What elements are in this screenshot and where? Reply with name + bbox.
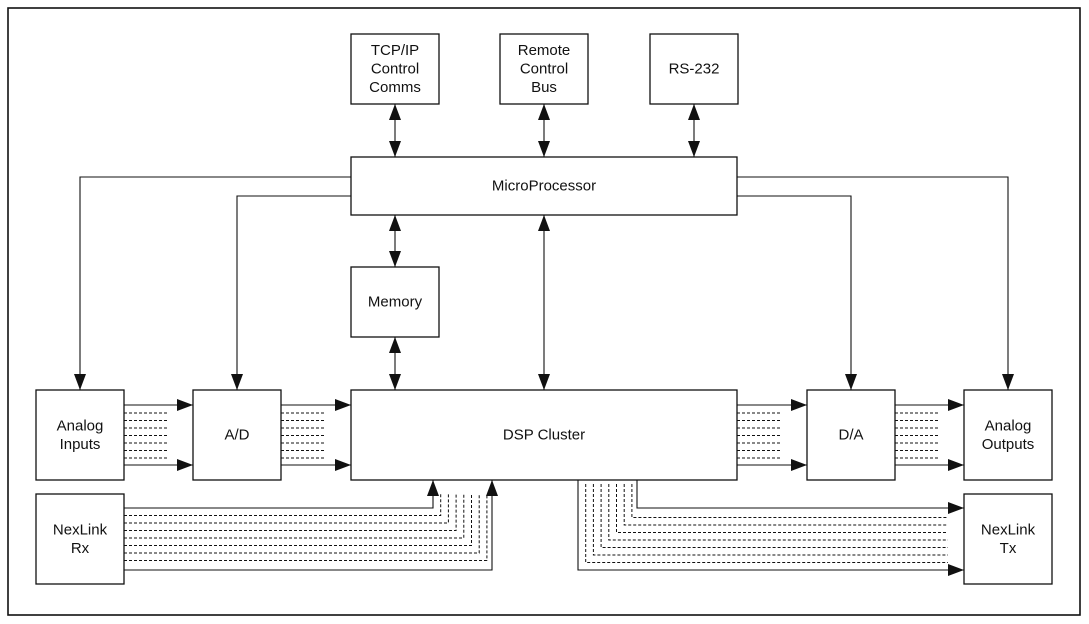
ad-converter-block-label: A/D	[224, 427, 249, 444]
arrowhead	[389, 374, 401, 390]
nexlink-rx-channel	[124, 494, 442, 516]
nexlink-rx-block-outline	[35, 493, 125, 585]
nexlink-tx-channel	[585, 484, 948, 563]
nexlink-rx-channel	[124, 480, 493, 571]
microprocessor-block-outline	[350, 156, 738, 216]
connections	[74, 104, 1014, 576]
arrowhead	[948, 502, 964, 514]
rs232-block-outline	[649, 33, 739, 105]
arrowhead	[791, 459, 807, 471]
arrowhead	[389, 141, 401, 157]
da-converter-block-label: D/A	[838, 427, 863, 444]
arrowhead	[688, 141, 700, 157]
remote-control-bus-block-label: Bus	[531, 79, 557, 96]
remote-control-bus-block-label: Control	[520, 61, 568, 78]
arrowhead	[791, 399, 807, 411]
tcpip-control-comms-block-label: Comms	[369, 79, 421, 96]
arrowhead	[177, 399, 193, 411]
micro-ad-control	[236, 195, 351, 390]
nexlink-tx-block-label: NexLink	[981, 521, 1036, 538]
arrowhead	[538, 374, 550, 390]
analog-inputs-block-label: Inputs	[60, 436, 101, 453]
analog-inputs-block-outline	[35, 389, 125, 481]
arrowhead	[427, 480, 439, 496]
nexlink-rx-channel	[124, 494, 457, 531]
arrowhead	[948, 564, 964, 576]
nexlink-tx-channel	[592, 484, 948, 556]
nexlink-tx-block-label: Tx	[1000, 540, 1017, 557]
arrowhead	[845, 374, 857, 390]
arrowhead	[538, 215, 550, 231]
diagram-frame	[7, 7, 1081, 616]
rs232-block: RS-232	[649, 33, 739, 105]
nexlink-tx-channel	[577, 480, 964, 571]
arrowhead	[74, 374, 86, 390]
micro-analog-out-control	[737, 176, 1009, 390]
arrowhead	[177, 459, 193, 471]
analog-outputs-block-outline	[963, 389, 1053, 481]
remote-control-bus-block-label: Remote	[518, 42, 571, 59]
tcpip-control-comms-block-label: Control	[371, 61, 419, 78]
arrowhead	[389, 215, 401, 231]
nexlink-tx-channel	[631, 484, 948, 518]
analog-outputs-block-label: Outputs	[982, 436, 1035, 453]
nexlink-rx-block-label: Rx	[71, 540, 90, 557]
microprocessor-block: MicroProcessor	[350, 156, 738, 216]
arrowhead	[1002, 374, 1014, 390]
remote-control-bus-block-outline	[499, 33, 589, 105]
nexlink-rx-channel	[124, 494, 480, 554]
rs232-block-label: RS-232	[669, 61, 720, 78]
arrowhead	[231, 374, 243, 390]
ad-converter-block: A/D	[192, 389, 282, 481]
analog-outputs-block-label: Analog	[985, 417, 1032, 434]
tcpip-control-comms-block-outline	[350, 33, 440, 105]
nexlink-rx-channel	[124, 494, 472, 546]
nexlink-tx-channel	[623, 484, 948, 526]
arrowhead	[688, 104, 700, 120]
blocks: TCP/IPControlCommsRemoteControlBusRS-232…	[35, 33, 1053, 585]
nexlink-rx-block-label: NexLink	[53, 521, 108, 538]
nexlink-tx-channel	[636, 480, 964, 509]
arrowhead	[486, 480, 498, 496]
memory-block: Memory	[350, 266, 440, 338]
arrowhead	[335, 399, 351, 411]
micro-da-control	[737, 195, 852, 390]
tcpip-control-comms-block-label: TCP/IP	[371, 42, 419, 59]
dsp-cluster-block-label: DSP Cluster	[503, 427, 585, 444]
da-converter-block: D/A	[806, 389, 896, 481]
analog-inputs-block-label: Analog	[57, 417, 104, 434]
arrowhead	[948, 399, 964, 411]
nexlink-tx-channel	[608, 484, 948, 541]
nexlink-rx-channel	[124, 480, 434, 509]
micro-analog-in-control	[79, 176, 351, 390]
arrowhead	[389, 337, 401, 353]
nexlink-tx-channel	[616, 484, 948, 533]
arrowhead	[948, 459, 964, 471]
dsp-cluster-block: DSP Cluster	[350, 389, 738, 481]
memory-block-label: Memory	[368, 294, 423, 311]
microprocessor-block-label: MicroProcessor	[492, 178, 596, 195]
memory-block-outline	[350, 266, 440, 338]
nexlink-rx-channel	[124, 494, 488, 561]
arrowhead	[538, 141, 550, 157]
nexlink-tx-channel	[600, 484, 948, 548]
dsp-cluster-block-outline	[350, 389, 738, 481]
arrowhead	[335, 459, 351, 471]
nexlink-tx-block-outline	[963, 493, 1053, 585]
arrowhead	[389, 104, 401, 120]
arrowhead	[538, 104, 550, 120]
arrowhead	[389, 251, 401, 267]
ad-converter-block-outline	[192, 389, 282, 481]
da-converter-block-outline	[806, 389, 896, 481]
